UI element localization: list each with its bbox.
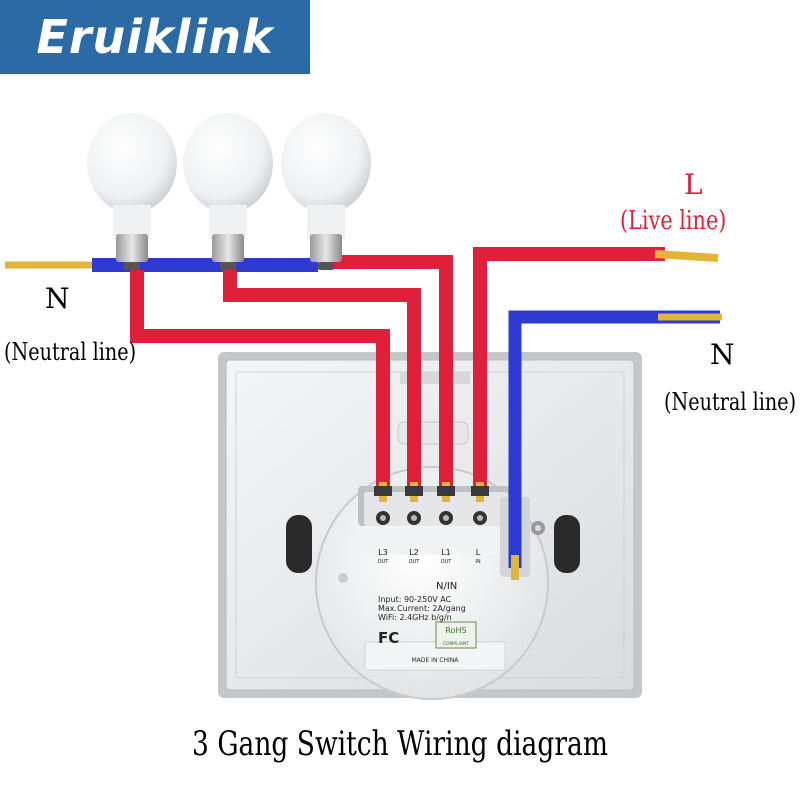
terminal-clamps <box>374 486 489 496</box>
mounting-slot-left <box>286 515 312 573</box>
bulb-2 <box>183 113 273 270</box>
bulb-base-1 <box>116 234 148 262</box>
mounting-slot-right <box>554 515 580 573</box>
terminal-sub-l3: OUT <box>378 559 390 565</box>
terminal-label-l: L <box>476 548 481 557</box>
load-wire-l1 <box>322 255 453 495</box>
brand-logo: Eruiklink <box>0 0 310 74</box>
terminal-sub-l1: OUT <box>441 559 453 565</box>
terminal-label-l2: L2 <box>409 548 419 557</box>
bulb-base-3 <box>310 234 342 262</box>
brand-name: Eruiklink <box>36 10 274 64</box>
live-letter: L <box>684 168 703 201</box>
live-wires <box>130 247 665 495</box>
neutral-left-letter: N <box>45 282 70 315</box>
made-in-label: MADE IN CHINA <box>412 657 460 664</box>
load-wire-l2 <box>223 270 421 495</box>
terminal-sub-l2: OUT <box>409 559 421 565</box>
bulb-base-2 <box>212 234 244 262</box>
diagram-caption: 3 Gang Switch Wiring diagram <box>192 724 608 764</box>
live-input-wire <box>473 247 665 495</box>
spec-line-1: Input: 90-250V AC <box>378 595 452 604</box>
rohs-badge <box>435 621 477 649</box>
neutral-in-label: N/IN <box>436 581 457 592</box>
terminal-sub-l: IN <box>475 559 480 565</box>
neutral-right-wire <box>508 310 720 568</box>
fc-mark: FC <box>378 629 399 647</box>
terminal-label-l1: L1 <box>441 548 451 557</box>
terminal-screws <box>376 511 545 535</box>
neutral-left-desc: (Neutral line) <box>4 338 137 366</box>
bulb-1 <box>87 113 177 270</box>
bulb-3 <box>281 113 371 270</box>
spec-line-3: WiFi: 2.4GHz b/g/n <box>378 613 452 622</box>
neutral-right-desc: (Neutral line) <box>664 388 797 416</box>
rohs-sub: COMPLIANT <box>443 641 470 647</box>
load-wire-l3 <box>130 270 390 495</box>
spec-line-2: Max.Current: 2A/gang <box>378 604 466 613</box>
neutral-right-letter: N <box>710 338 735 371</box>
live-desc: (Live line) <box>620 206 727 236</box>
terminal-label-l3: L3 <box>378 548 388 557</box>
rohs-label: RoHS <box>445 626 466 635</box>
